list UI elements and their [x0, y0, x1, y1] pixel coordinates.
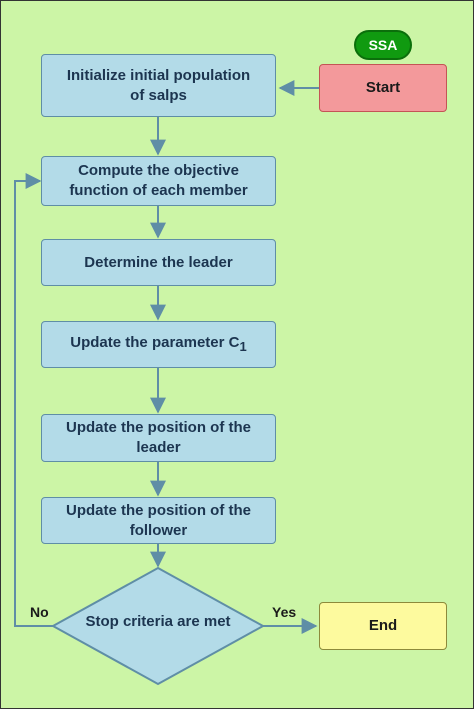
- start-node: Start: [319, 64, 447, 112]
- parameter-subscript: 1: [239, 338, 247, 354]
- ssa-badge-label: SSA: [368, 37, 398, 53]
- step-update-parameter: Update the parameter C1: [41, 321, 276, 368]
- end-node: End: [319, 602, 447, 650]
- step-update-leader-position: Update the position of the leader: [41, 414, 276, 462]
- start-node-label: Start: [365, 79, 401, 96]
- edge-decision-no-loop: [14, 173, 53, 627]
- step-update-follower-position: Update the position of the follower: [41, 497, 276, 544]
- step-label: Update the position of the leader: [66, 419, 251, 456]
- step-label: Update the parameter C: [70, 333, 240, 351]
- ssa-badge: SSA: [354, 30, 412, 60]
- step-label: Compute the objective function of each m…: [69, 162, 248, 199]
- decision-label: Stop criteria are met: [85, 613, 231, 630]
- step-initialize-population: Initialize initial population of salps: [41, 54, 276, 117]
- decision-diamond: [50, 566, 266, 686]
- end-node-label: End: [368, 617, 398, 634]
- step-compute-objective: Compute the objective function of each m…: [41, 156, 276, 206]
- step-label-with-subscript: Update the parameter C1: [70, 333, 246, 357]
- yes-label: Yes: [272, 604, 297, 620]
- step-label: Determine the leader: [84, 253, 233, 271]
- no-label: No: [30, 604, 49, 620]
- step-determine-leader: Determine the leader: [41, 239, 276, 286]
- step-label: Update the position of the follower: [66, 501, 251, 539]
- step-label: Initialize initial population of salps: [66, 66, 251, 104]
